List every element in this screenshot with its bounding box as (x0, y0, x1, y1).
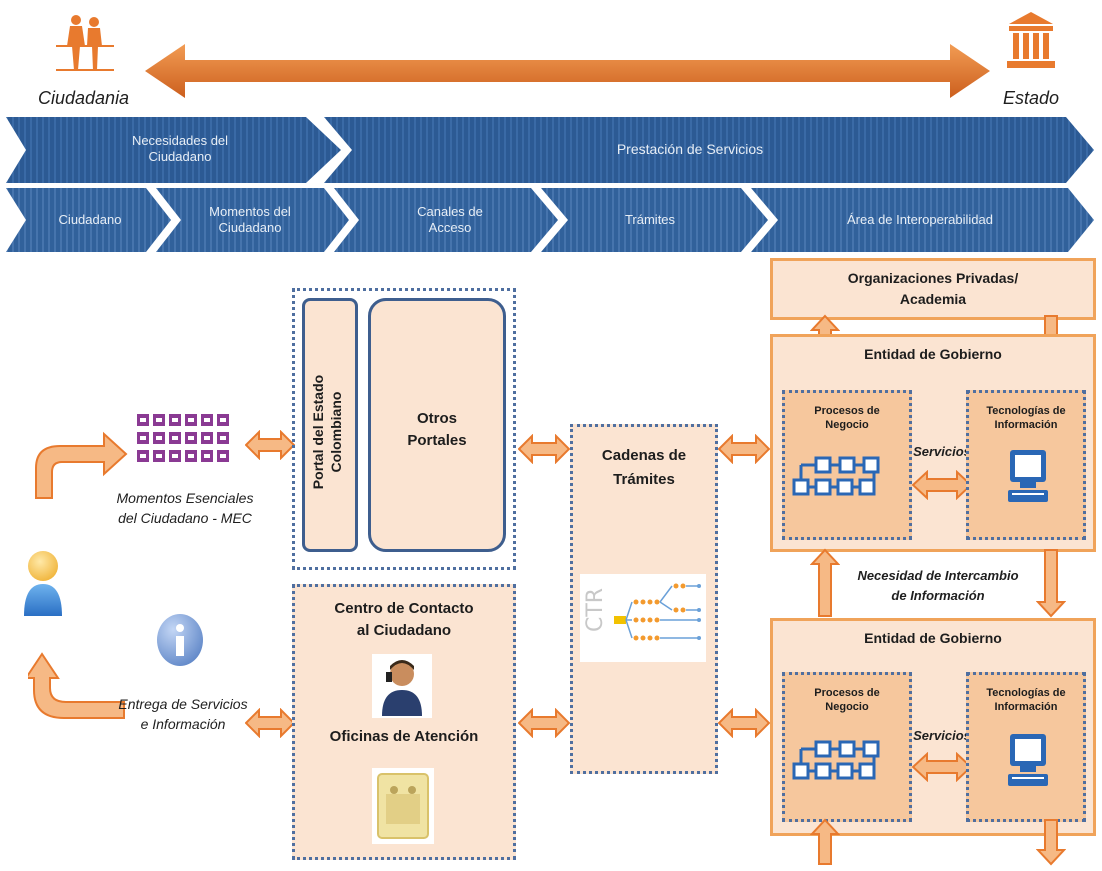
org-privadas-box (770, 258, 1096, 320)
info-icon (155, 612, 205, 668)
entidad-top-procesos-label: Procesos de Negocio (814, 405, 880, 431)
band1-item-necesidades: Necesidades del Ciudadano (131, 133, 229, 164)
arrow-up-between-icon (809, 548, 841, 618)
ciudadania-label: Ciudadania (38, 88, 130, 108)
band2-item-area: Área de Interoperabilidad (847, 212, 993, 227)
entidad-top-servicios-arrow-icon (911, 469, 973, 501)
necesidad-label: Necesidad de Intercambio de Información (857, 568, 1019, 603)
entidad-bottom-title: Entidad de Gobierno (864, 630, 1002, 646)
estado-label: Estado (1003, 88, 1060, 108)
entidad-top-network-icon (790, 452, 900, 502)
mec-icons-grid (135, 412, 245, 480)
entidad-bottom-procesos-label: Procesos de Negocio (814, 687, 880, 713)
double-arrow-contact-cadenas-icon (517, 707, 571, 739)
otros-portales-box (368, 298, 506, 552)
entidad-top-title: Entidad de Gobierno (864, 346, 1002, 362)
user-icon (22, 548, 64, 618)
entidad-bottom-network-icon (790, 736, 900, 786)
cadenas-flow-icon: CTR (580, 574, 706, 662)
double-arrow-entrega-icon (244, 707, 296, 739)
chevron-band-top (6, 115, 1096, 185)
office-photo-icon (372, 768, 434, 844)
svg-text:CTR: CTR (583, 588, 608, 632)
double-arrow-mec-icon (244, 429, 296, 461)
curved-arrow-left-icon (24, 650, 128, 722)
building-icon (1005, 10, 1057, 70)
arrow-down-bottom-icon (1035, 818, 1067, 866)
band1-item-prestacion: Prestación de Servicios (616, 141, 764, 157)
agent-icon (372, 654, 432, 718)
portal-estado-label: Portal del Estado Colombiano (310, 374, 344, 490)
oficinas-label: Oficinas de Atención (329, 728, 479, 745)
citizens-icon (48, 12, 118, 72)
curved-arrow-up-icon (30, 430, 130, 500)
band2-item-momentos: Momentos del Ciudadano (209, 204, 291, 235)
entidad-top-servicios-label: Servicios (913, 444, 971, 459)
org-privadas-label: Organizaciones Privadas/ Academia (847, 270, 1019, 307)
band2-item-ciudadano: Ciudadano (58, 212, 122, 227)
arrow-down-between-icon (1035, 548, 1067, 618)
mec-label: Momentos Esenciales del Ciudadano - MEC (116, 490, 254, 526)
chevron-band-bottom (6, 186, 1096, 254)
entrega-label: Entrega de Servicios e Información (118, 696, 248, 732)
entidad-bottom-servicios-arrow-icon (911, 751, 973, 783)
portals-group (292, 288, 516, 570)
double-arrow-cadenas-bottom-icon (717, 707, 771, 739)
contact-title: Centro de Contacto al Ciudadano (334, 600, 474, 639)
entidad-bottom-tecnologias-label: Tecnologías de Información (986, 687, 1066, 713)
band2-item-tramites: Trámites (624, 212, 676, 227)
entidad-bottom-computer-icon (1006, 732, 1050, 788)
entidad-top-tecnologias-label: Tecnologías de Información (986, 405, 1066, 431)
otros-portales-label: Otros Portales (407, 410, 467, 449)
double-arrow-portals-cadenas-icon (517, 433, 571, 465)
double-arrow-icon (145, 42, 990, 100)
entidad-bottom-servicios-label: Servicios (913, 728, 971, 743)
band2-item-canales: Canales de Acceso (417, 204, 483, 235)
arrow-up-bottom-icon (809, 818, 841, 866)
entidad-top-computer-icon (1006, 448, 1050, 504)
cadenas-title: Cadenas de Trámites (601, 447, 687, 488)
double-arrow-cadenas-top-icon (717, 433, 771, 465)
portal-estado-box (302, 298, 358, 552)
